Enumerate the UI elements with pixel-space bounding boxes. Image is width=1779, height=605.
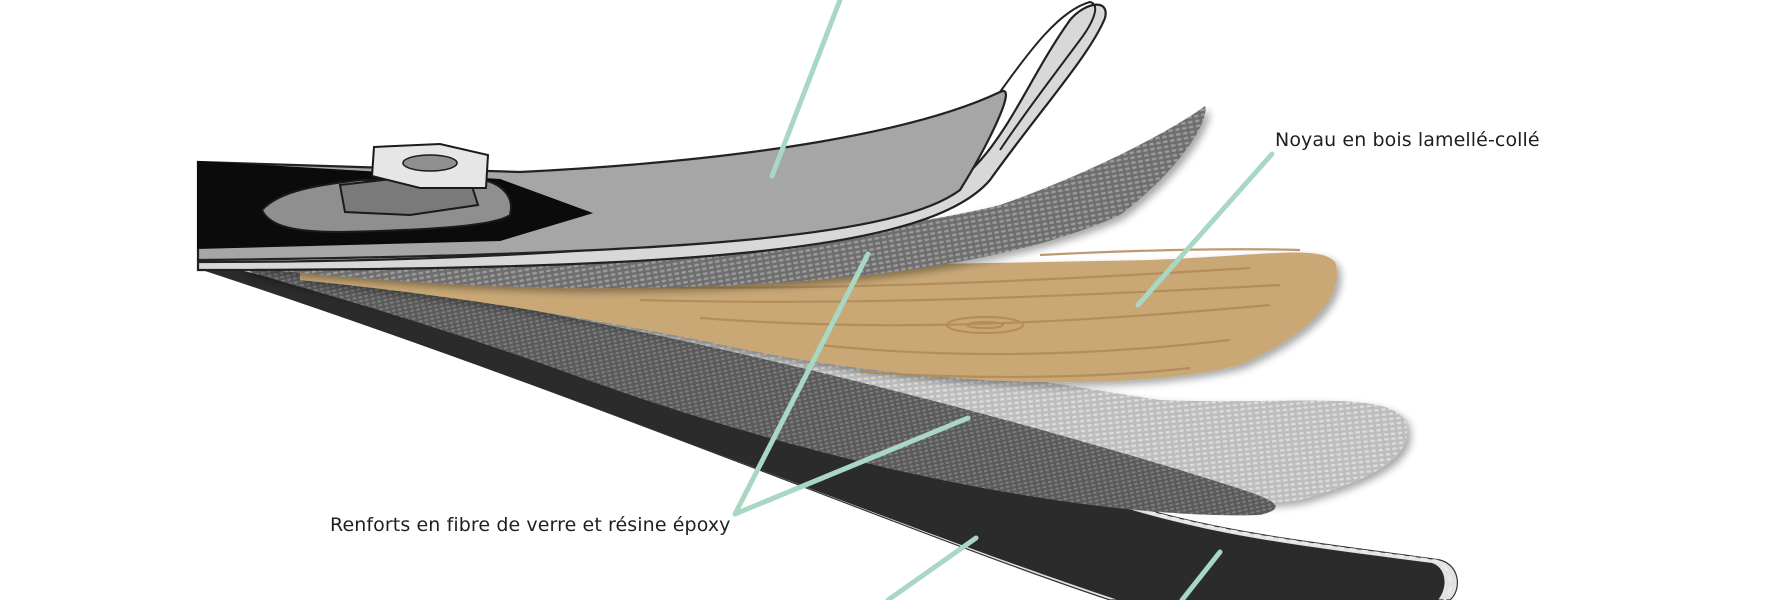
leader-line-reinforcement-upper	[732, 251, 871, 517]
upper-reinforcement-mesh	[250, 106, 1206, 289]
wood-grain	[559, 248, 1301, 379]
leader-line-bottom-left	[885, 535, 979, 603]
label-reinforcement: Renforts en fibre de verre et résine épo…	[330, 514, 731, 536]
leader-line-core	[1135, 151, 1275, 308]
binding-screw-recess	[402, 154, 458, 172]
lower-reinforcement-layer	[240, 262, 1408, 516]
lower-mid-mesh	[250, 265, 1276, 516]
leader-line-bottom-right	[1179, 549, 1223, 603]
upper-reinforcement-layer	[250, 106, 1206, 289]
leader-line-top-sheet	[769, 0, 843, 179]
front-section	[197, 142, 594, 250]
leader-lines	[732, 0, 1275, 603]
tip-loop-inner	[999, 0, 1097, 151]
label-wood-core: Noyau en bois lamellé-collé	[1275, 129, 1540, 151]
leader-line-reinforcement-lower	[732, 415, 971, 517]
